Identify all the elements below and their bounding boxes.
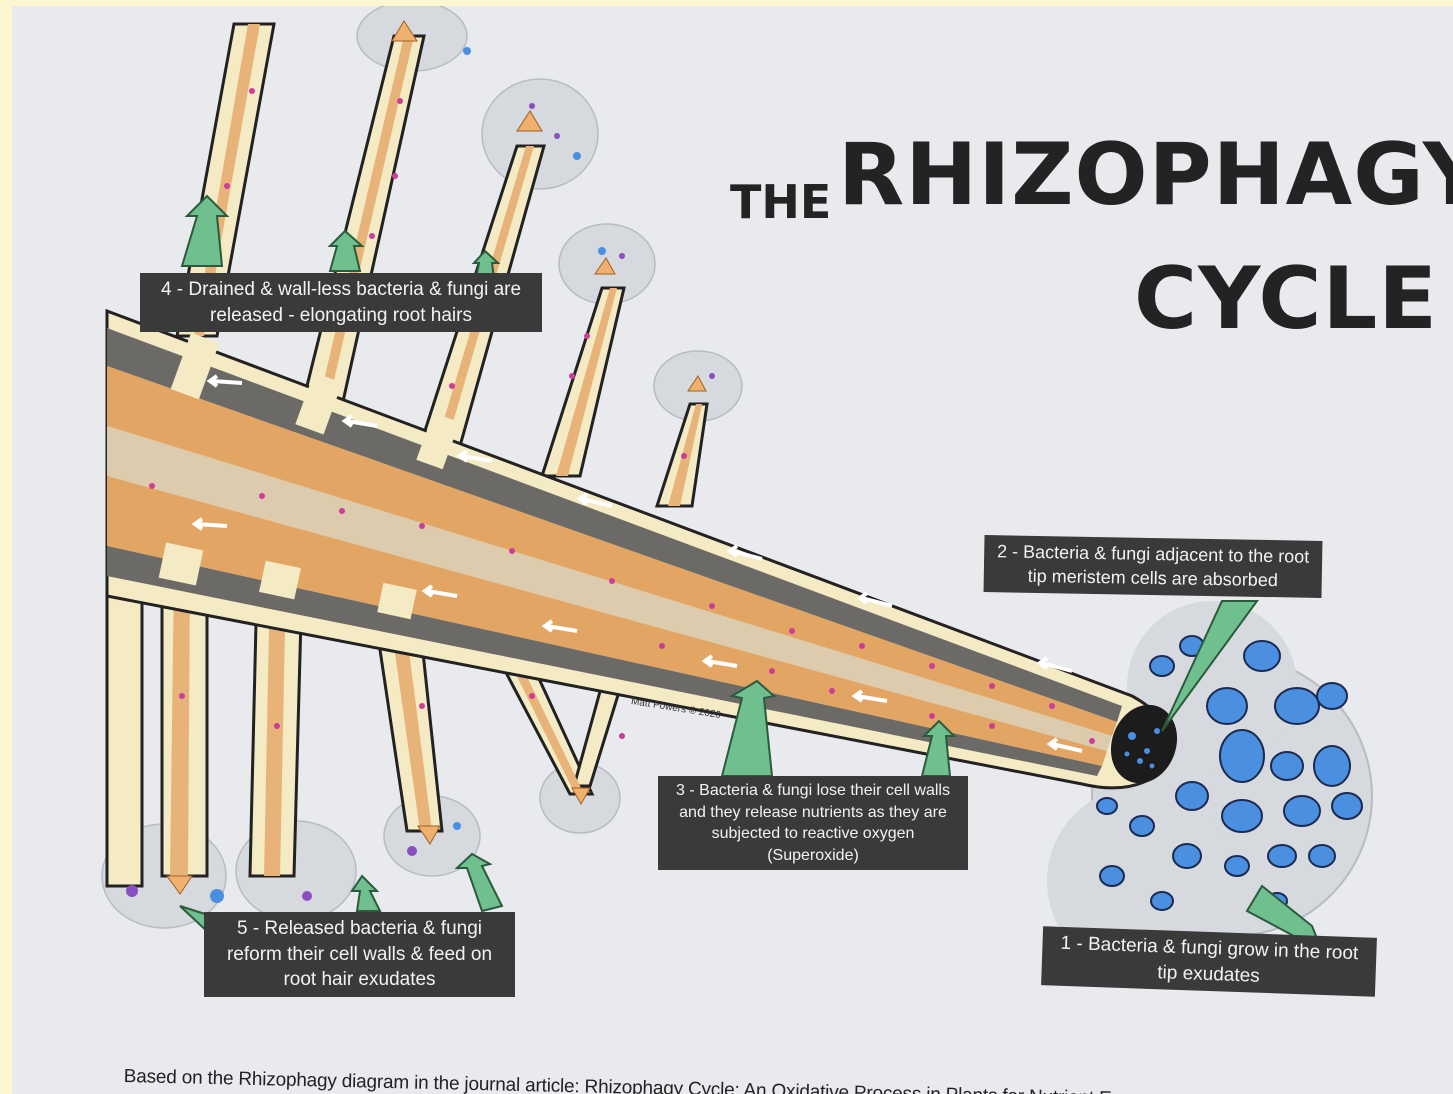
step-3-label: 3 - Bacteria & fungi lose their cell wal… (658, 776, 968, 870)
step-1-label: 1 - Bacteria & fungi grow in the root ti… (1041, 926, 1377, 997)
title-prefix: THE (730, 179, 831, 225)
step-2-label: 2 - Bacteria & fungi adjacent to the roo… (984, 535, 1323, 597)
step-5-label: 5 - Released bacteria & fungi reform the… (204, 912, 515, 997)
title-main: RHIZOPHAGY (838, 132, 1453, 218)
title-line2: CYCLE (1134, 256, 1438, 342)
step-4-label: 4 - Drained & wall-less bacteria & fungi… (140, 273, 542, 332)
page: THE RHIZOPHAGY CYCLE 4 - Drained & wall-… (12, 6, 1453, 1094)
